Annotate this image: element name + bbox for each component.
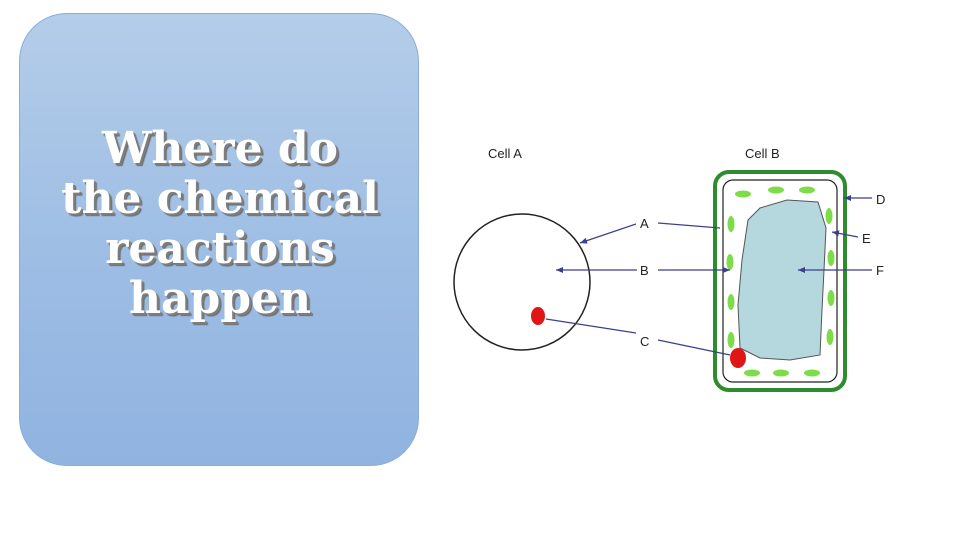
chloroplast [727,294,735,310]
label-c: C [640,334,649,349]
label-b: B [640,263,649,278]
label-f: F [876,263,884,278]
pointer-e [831,230,859,238]
pointer-lines [545,195,872,356]
pointer-c-cell-a [545,318,637,334]
chloroplast [744,369,760,377]
chloroplast [727,216,735,232]
title-card: Where do the chemical reactions happen [19,13,419,466]
chloroplast [804,369,820,377]
pointer-c-cell-b [657,339,731,356]
cell-a-nucleus [531,307,545,325]
label-d: D [876,192,885,207]
pointer-a-cell-b [657,222,721,229]
cell-diagram: Cell A Cell B A [453,146,885,392]
label-a: A [640,216,649,231]
cell-b-chloroplasts [726,186,835,377]
cell-a-label: Cell A [488,146,522,161]
chloroplast [773,369,789,377]
chloroplast [827,250,835,266]
cell-a-membrane [453,213,591,351]
cell-b-label: Cell B [745,146,780,161]
chloroplast [826,329,834,345]
slide-title: Where do the chemical reactions happen [61,123,379,324]
label-e: E [862,231,871,246]
cell-b-wall [713,170,847,392]
chloroplast [727,332,735,348]
chloroplast [827,290,835,306]
chloroplast [735,190,751,198]
chloroplast [768,186,784,194]
chloroplast [799,186,815,194]
cell-b-nucleus [730,348,746,368]
chloroplast [726,254,734,270]
cell-b-vacuole [737,199,827,361]
cell-b-membrane [722,179,838,383]
chloroplast [825,208,833,224]
pointer-a-cell-a [579,223,637,244]
